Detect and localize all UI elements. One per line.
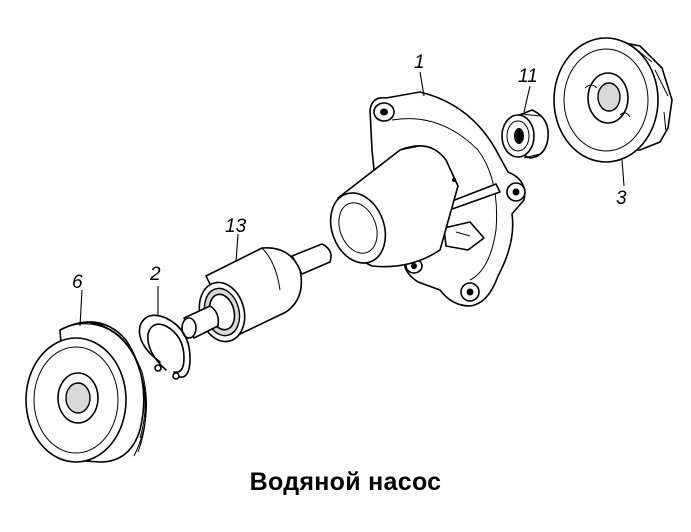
part-2-retaining-ring bbox=[138, 314, 191, 380]
part-6-pulley bbox=[25, 321, 147, 463]
callout-3: 3 bbox=[616, 188, 627, 209]
callout-13: 13 bbox=[225, 216, 247, 237]
callout-2: 2 bbox=[149, 264, 161, 285]
leader-lines bbox=[79, 71, 625, 327]
diagram-title: Водяной насос bbox=[249, 468, 442, 496]
part-11-seal bbox=[501, 109, 549, 159]
callout-1: 1 bbox=[414, 52, 425, 73]
part-3-impeller bbox=[553, 37, 673, 163]
callout-11: 11 bbox=[518, 66, 538, 87]
part-13-shaft-bearing bbox=[181, 243, 332, 343]
callout-6: 6 bbox=[72, 272, 83, 293]
part-1-housing bbox=[329, 91, 526, 307]
